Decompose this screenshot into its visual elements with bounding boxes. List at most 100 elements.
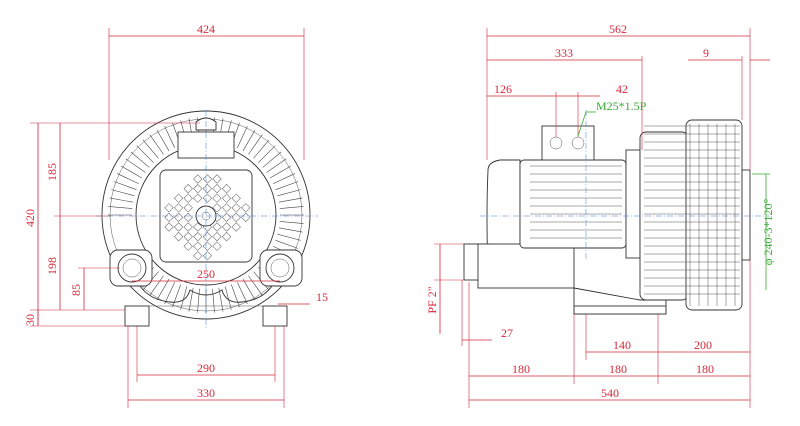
fin-line [164, 281, 175, 304]
grill-hole [174, 193, 184, 203]
dim-port-height: 85 [69, 267, 120, 310]
grill-hole [222, 184, 232, 194]
fin-line [258, 145, 276, 163]
grill-hole [174, 212, 184, 222]
fin-line [111, 189, 135, 197]
svg-text:185: 185 [45, 163, 59, 181]
fin-line [278, 227, 303, 233]
dim-base-200: 200 [658, 338, 750, 353]
svg-text:420: 420 [23, 209, 37, 227]
fin-line [277, 233, 301, 241]
cover-plate [741, 169, 751, 261]
dim-base-180-c: 180 [658, 362, 750, 377]
dim-port-thread: PF 2" [425, 243, 464, 334]
dim-motor-length: 333 [487, 46, 643, 150]
dim-mount-inner: 290 [136, 326, 276, 382]
dim-height-overall: 420 [23, 122, 200, 326]
svg-text:180: 180 [609, 362, 627, 376]
dim-terminal-size: 42 [556, 82, 628, 137]
dim-base-140: 140 [586, 338, 658, 353]
fin-line [248, 275, 263, 296]
grill-hole [193, 222, 203, 232]
grill-hole [212, 222, 222, 232]
base-plate [573, 305, 667, 315]
note-flange: φ 240-3*120° [752, 173, 775, 290]
fin-line [279, 221, 304, 224]
svg-text:540: 540 [601, 386, 619, 400]
svg-text:198: 198 [45, 257, 59, 275]
grill-hole [174, 222, 184, 232]
grill-hole [231, 193, 241, 203]
svg-text:180: 180 [696, 362, 714, 376]
fin-line [149, 275, 164, 296]
fin-line [164, 126, 175, 149]
fin-line [262, 151, 282, 168]
grill-hole [222, 222, 232, 232]
terminal-box-side [541, 125, 595, 161]
grill-hole [231, 212, 241, 222]
port-manifold [477, 243, 575, 289]
grill-hole [183, 241, 193, 251]
grill-hole [193, 241, 203, 251]
dim-foot-height: 30 [23, 309, 125, 327]
dim-cover-offset: 9 [688, 46, 770, 120]
foot-left [124, 305, 150, 327]
motor-body [519, 159, 627, 249]
grill-hole [241, 203, 251, 213]
dim-length-overall: 562 [486, 22, 751, 170]
svg-text:180: 180 [512, 362, 530, 376]
fin-line [117, 173, 140, 184]
fin-line [237, 281, 248, 304]
fin-line [237, 126, 248, 149]
dim-width-overall: 424 [108, 22, 305, 160]
fin-line [266, 158, 287, 173]
grill-hole [212, 174, 222, 184]
grill-hole [164, 222, 174, 232]
dim-base-540: 540 [469, 386, 750, 401]
mounting-flange [625, 149, 641, 259]
dim-base-180-a: 180 [469, 362, 574, 377]
fin-line [253, 139, 270, 159]
grill-hole [183, 232, 193, 242]
grill-hole [183, 193, 193, 203]
inlet-port-left [109, 249, 153, 287]
fin-line [172, 284, 181, 308]
grill-hole [183, 212, 193, 222]
fin-line [197, 288, 200, 313]
grill-hole [193, 232, 203, 242]
front-view: 424 420 185 198 85 30 [23, 22, 328, 408]
grill-hole [193, 251, 203, 261]
dim-port-spacing: 250 [132, 267, 280, 282]
grill-hole [222, 232, 232, 242]
fin-line [108, 206, 133, 209]
svg-text:PF 2": PF 2" [425, 286, 439, 313]
fin-line [120, 165, 143, 179]
fin-line [278, 197, 303, 203]
fin-line [156, 278, 170, 301]
fin-line [269, 165, 292, 179]
svg-text:15: 15 [316, 290, 328, 304]
fin-line [142, 139, 159, 159]
svg-text:140: 140 [613, 338, 631, 352]
grill-hole [202, 193, 212, 203]
fin-line [275, 240, 299, 249]
svg-text:M25*1.5P: M25*1.5P [596, 99, 647, 113]
fin-line [113, 181, 137, 190]
grill-hole [222, 203, 232, 213]
dim-terminal-offset: 126 [487, 82, 557, 137]
fin-line [109, 197, 134, 203]
grill-hole [183, 184, 193, 194]
svg-text:200: 200 [694, 338, 712, 352]
fin-line [156, 129, 170, 152]
grill-hole [222, 212, 232, 222]
grill-hole [174, 203, 184, 213]
grill-hole [183, 222, 193, 232]
dim-foot-offset: 15 [278, 290, 328, 305]
grill-hole [231, 203, 241, 213]
grill-hole [202, 251, 212, 261]
fin-line [248, 134, 263, 155]
svg-text:330: 330 [197, 386, 215, 400]
svg-text:126: 126 [494, 82, 512, 96]
fin-line [136, 145, 154, 163]
